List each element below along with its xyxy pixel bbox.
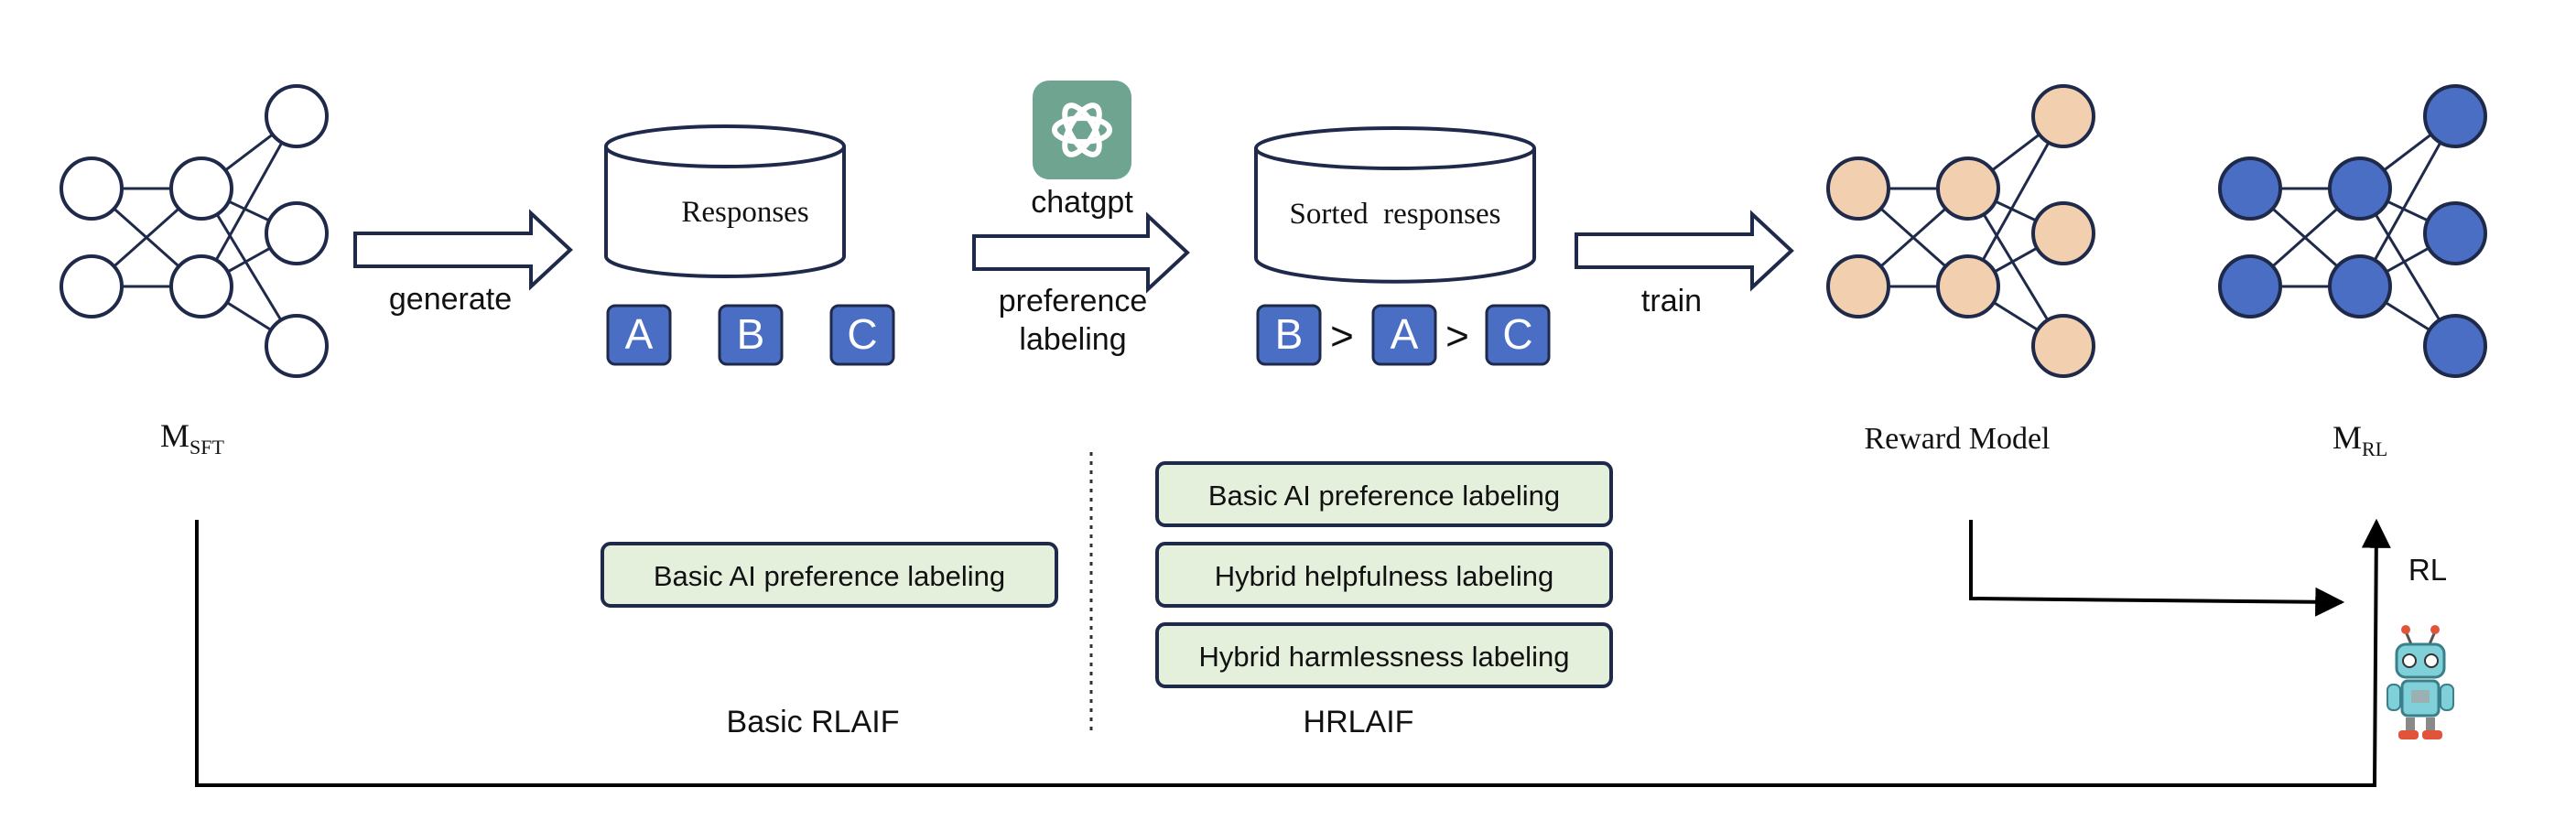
svg-text:Basic AI preference labeling: Basic AI preference labeling xyxy=(1208,480,1560,512)
preference-label-line2: labeling xyxy=(1019,322,1126,357)
basic-box-0: Basic AI preference labeling xyxy=(601,542,1058,608)
hrlaif-box-1: Hybrid helpfulness labeling xyxy=(1155,542,1613,608)
sorted-letters: B > A > C xyxy=(1256,304,1551,366)
sft-network-icon xyxy=(60,84,329,378)
response-letter-0: A xyxy=(606,304,672,366)
sft-node-1 xyxy=(60,254,124,318)
rl-network-icon xyxy=(2218,84,2487,378)
sorted-letter-2: C xyxy=(1485,304,1551,366)
sorted-separator-1: > xyxy=(1445,314,1469,359)
generate-label: generate xyxy=(389,282,512,317)
train-arrow xyxy=(1575,210,1794,292)
rl-node-4 xyxy=(2423,84,2487,148)
sorted-letter-0: B xyxy=(1256,304,1322,366)
svg-text:B: B xyxy=(737,310,765,358)
response-letters: A B C xyxy=(606,304,895,366)
rl-model-label: MRL xyxy=(2332,419,2387,460)
reward-node-5 xyxy=(2031,201,2095,265)
sft-node-3 xyxy=(169,254,233,318)
basic-rlaif-boxes: Basic AI preference labeling xyxy=(601,542,1058,608)
robot-icon xyxy=(2387,625,2454,739)
svg-text:B: B xyxy=(1275,310,1304,358)
rl-node-3 xyxy=(2328,254,2392,318)
hrlaif-box-0: Basic AI preference labeling xyxy=(1155,461,1613,527)
svg-text:C: C xyxy=(847,310,877,358)
rl-node-0 xyxy=(2218,156,2282,221)
reward-to-rl-line xyxy=(1969,520,2345,617)
chatgpt-logo-icon xyxy=(1033,81,1131,179)
chatgpt-label: chatgpt xyxy=(1031,185,1133,220)
svg-text:Basic AI preference labeling: Basic AI preference labeling xyxy=(654,560,1005,592)
rl-node-2 xyxy=(2328,156,2392,221)
sft-to-rl-line xyxy=(195,518,2391,787)
response-letter-2: C xyxy=(829,304,895,366)
reward-node-2 xyxy=(1936,156,2000,221)
preference-label-line1: preference xyxy=(999,284,1148,318)
rl-node-1 xyxy=(2218,254,2282,318)
reward-node-4 xyxy=(2031,84,2095,148)
sorted-letter-1: A xyxy=(1371,304,1437,366)
reward-node-3 xyxy=(1936,254,2000,318)
hrlaif-box-2: Hybrid harmlessness labeling xyxy=(1155,622,1613,688)
sft-node-4 xyxy=(265,84,329,148)
reward-model-label: Reward Model xyxy=(1864,422,2050,456)
svg-text:Hybrid harmlessness labeling: Hybrid harmlessness labeling xyxy=(1199,641,1570,673)
reward-node-1 xyxy=(1826,254,1890,318)
rl-node-5 xyxy=(2423,201,2487,265)
train-label: train xyxy=(1641,284,1702,318)
hrlaif-caption: HRLAIF xyxy=(1304,705,1414,739)
response-letter-1: B xyxy=(718,304,784,366)
generate-arrow xyxy=(353,209,573,291)
svg-text:Hybrid helpfulness labeling: Hybrid helpfulness labeling xyxy=(1215,560,1554,592)
svg-text:A: A xyxy=(625,310,654,358)
reward-node-0 xyxy=(1826,156,1890,221)
sft-node-2 xyxy=(169,156,233,221)
reward-node-6 xyxy=(2031,314,2095,378)
svg-text:A: A xyxy=(1391,310,1419,358)
responses-label: Responses xyxy=(681,196,808,229)
sft-node-5 xyxy=(265,201,329,265)
preference-arrow xyxy=(972,211,1190,294)
rl-arrow-label: RL xyxy=(2408,553,2447,587)
reward-network-icon xyxy=(1826,84,2095,378)
sorted-database-icon xyxy=(1254,126,1536,284)
sft-node-0 xyxy=(60,156,124,221)
svg-text:C: C xyxy=(1502,310,1532,358)
sorted-label: Sorted responses xyxy=(1290,198,1501,231)
basic-rlaif-caption: Basic RLAIF xyxy=(727,705,900,739)
rl-node-6 xyxy=(2423,314,2487,378)
responses-database-icon xyxy=(604,124,846,278)
sorted-separator-0: > xyxy=(1330,314,1354,359)
sft-node-6 xyxy=(265,314,329,378)
sft-model-label: MSFT xyxy=(160,417,224,459)
